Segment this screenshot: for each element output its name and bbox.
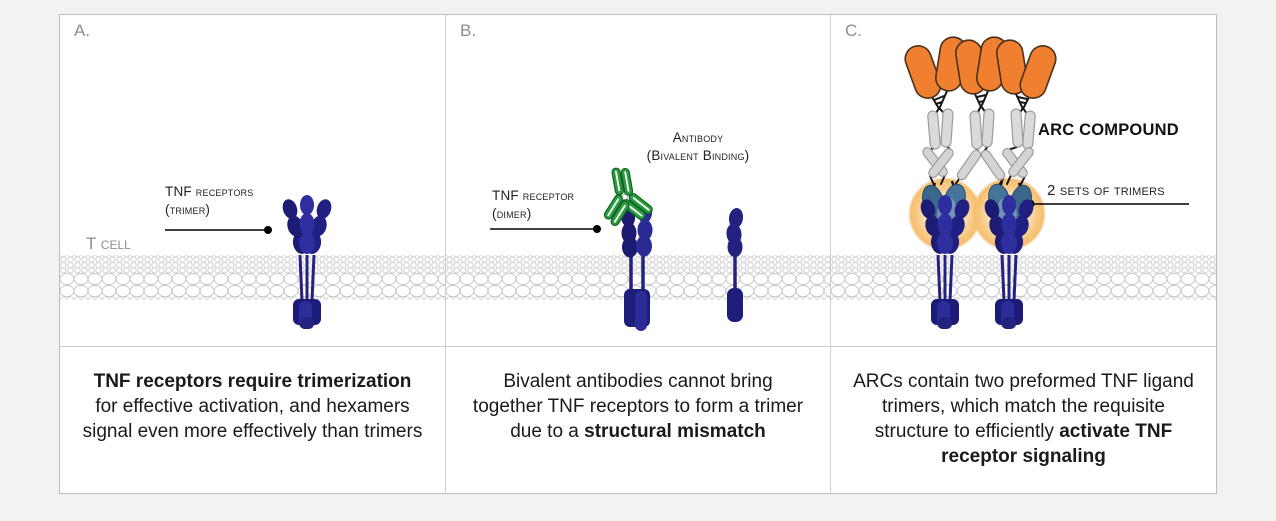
panel-b-graphic: [446, 165, 830, 333]
panel-c-caption: ARCs contain two preformed TNF ligand tr…: [831, 346, 1216, 493]
arc-compound-label: ARC COMPOUND: [1038, 121, 1179, 139]
panel-a: A. TNF receptors (trimer) T cell TNF rec…: [60, 15, 445, 493]
pointer-dot: [593, 225, 601, 233]
panel-a-letter: A.: [74, 21, 91, 40]
panel-a-caption-text: TNF receptors require trimerization for …: [82, 371, 423, 442]
panel-c: C. ARC COMPOUND 2 sets of trimers: [831, 15, 1216, 493]
tnf-receptor-dimer-label: TNF receptor (dimer): [492, 188, 575, 221]
bivalent-antibody: [600, 165, 655, 228]
pointer-dot: [264, 226, 272, 234]
panel-c-letter: C.: [845, 21, 862, 40]
panel-b-letter: B.: [460, 21, 477, 40]
trimers-leader-line: [1025, 199, 1189, 209]
two-sets-of-trimers-label: 2 sets of trimers: [1047, 182, 1165, 199]
t-cell-label: T cell: [86, 234, 131, 253]
cell-membrane: [60, 255, 445, 300]
panel-c-graphic: [831, 34, 1216, 331]
panel-a-graphic: [60, 193, 445, 331]
panel-c-diagram: C. ARC COMPOUND 2 sets of trimers: [831, 15, 1216, 346]
panel-a-caption: TNF receptors require trimerization for …: [60, 346, 445, 493]
antibody-label: Antibody (Bivalent Binding): [646, 130, 750, 163]
panel-b-diagram: B. Antibody (Bivalent Binding) TNF recep…: [446, 15, 830, 346]
cell-membrane: [831, 255, 1216, 300]
panel-c-caption-text: ARCs contain two preformed TNF ligand tr…: [853, 371, 1194, 467]
panel-b: B. Antibody (Bivalent Binding) TNF recep…: [445, 15, 831, 493]
panel-b-caption: Bivalent antibodies cannot bring togethe…: [446, 346, 830, 493]
arc-scaffold: [900, 34, 1061, 187]
tnf-receptors-trimer-label: TNF receptors (trimer): [165, 184, 254, 217]
dimer-leader-line: [490, 225, 601, 233]
figure-card: A. TNF receptors (trimer) T cell TNF rec…: [59, 14, 1217, 494]
panel-b-caption-text: Bivalent antibodies cannot bring togethe…: [472, 371, 804, 442]
panel-a-diagram: A. TNF receptors (trimer) T cell: [60, 15, 445, 346]
trimer-leader-line: [165, 226, 272, 234]
